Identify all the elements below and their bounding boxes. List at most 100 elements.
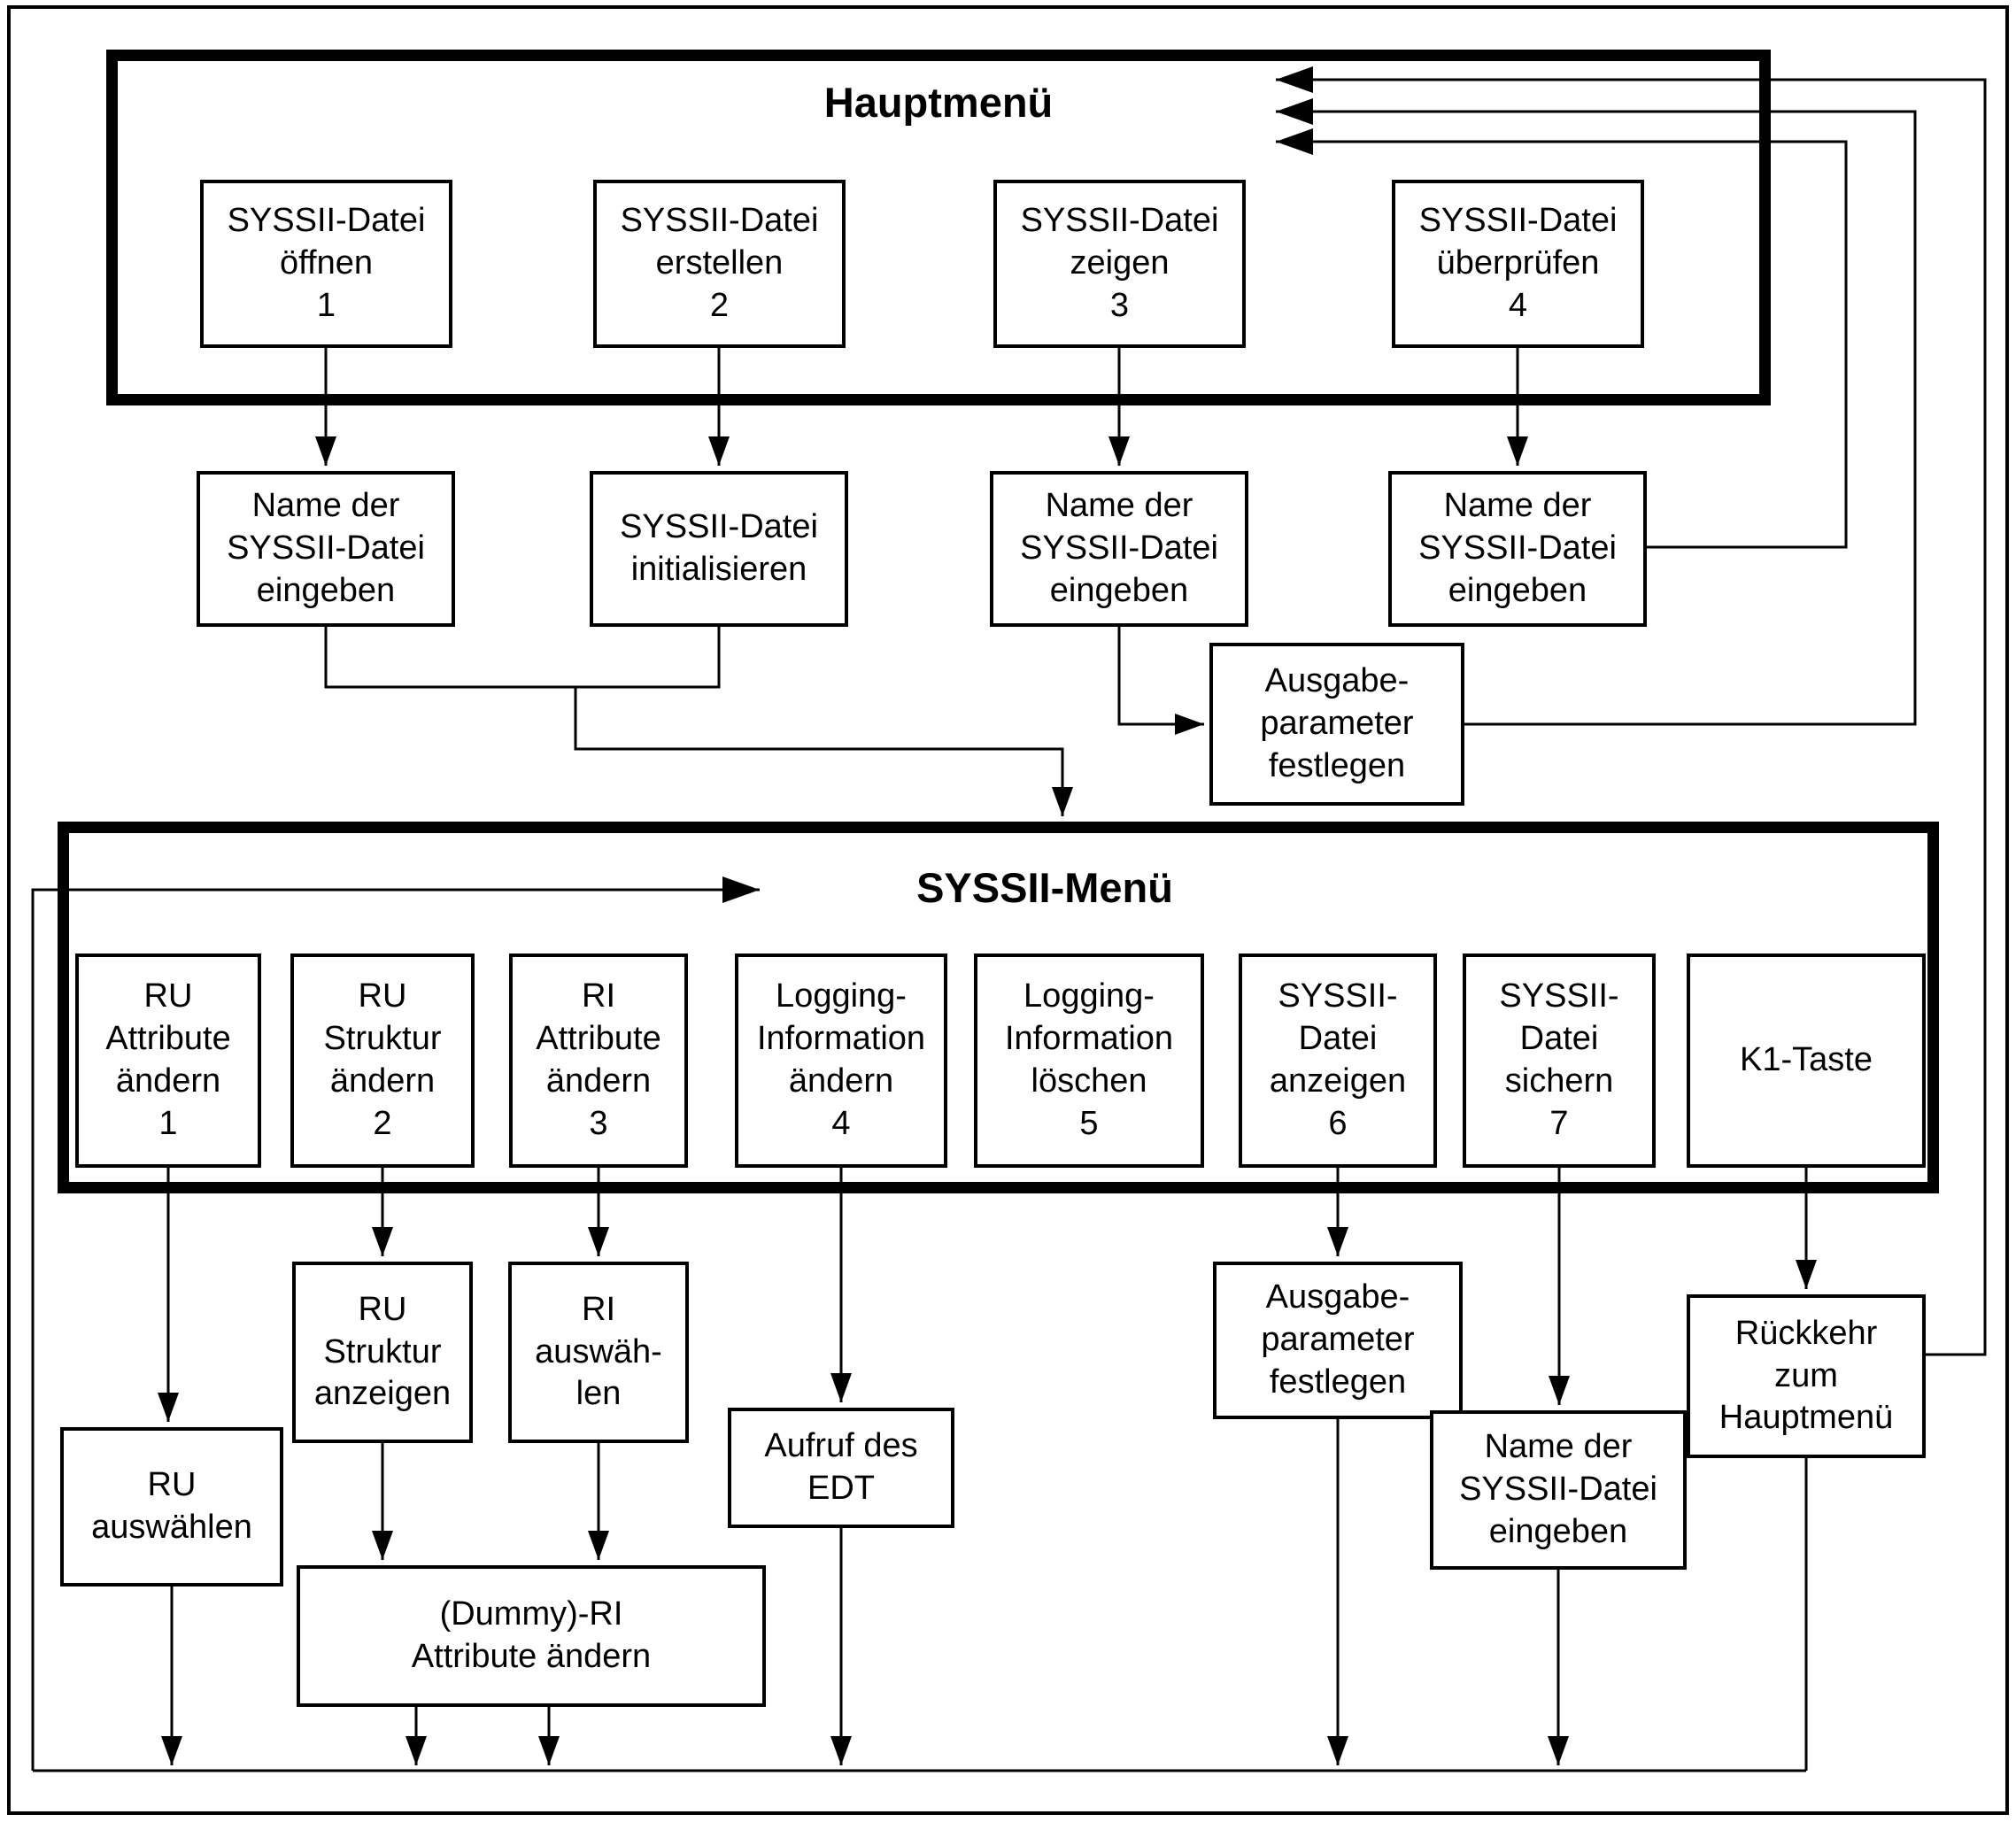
node-text-line: festlegen [1269, 1363, 1407, 1401]
node-text-line: erstellen [655, 244, 784, 282]
node-syssii-datei-anzeigen: SYSSII- Datei anzeigen 6 [1239, 953, 1437, 1168]
node-text-line: 4 [1508, 286, 1528, 324]
edge-bus-return-to-syssii [31, 876, 760, 1771]
node-text-line: RU [358, 1290, 407, 1328]
node-text-line: RU [358, 977, 407, 1015]
node-text-line: Struktur [323, 1020, 442, 1058]
node-text-line: eingeben [256, 571, 396, 609]
edge-rueckkehr-return [1276, 66, 1987, 1356]
node-text-line: RI [582, 977, 615, 1015]
node-text-line: 5 [1079, 1104, 1099, 1142]
node-ri-attribute-aendern: RI Attribute ändern 3 [509, 953, 688, 1168]
node-text-line: 2 [709, 286, 730, 324]
node-ru-attribute-aendern: RU Attribute ändern 1 [75, 953, 261, 1168]
node-text-line: 3 [589, 1104, 608, 1142]
edge-merge-cols12 [324, 627, 721, 689]
node-text-line: Logging- [776, 977, 907, 1015]
edge-ausgabe-return [1276, 98, 1917, 726]
node-rueckkehr-zum-hauptmenu: Rückkehr zum Hauptmenü [1687, 1294, 1926, 1458]
node-text-line: löschen [1031, 1062, 1147, 1100]
node-text-line: anzeigen [313, 1375, 452, 1413]
node-text-line: Name der [251, 487, 400, 525]
node-syssii-datei-initialisieren: SYSSII-Datei initialisieren [590, 471, 848, 627]
node-text-line: Ausgabe- [1264, 662, 1410, 700]
node-text-line: (Dummy)-RI [439, 1595, 623, 1633]
node-text-line: K1-Taste [1740, 1041, 1873, 1079]
node-text-line: EDT [807, 1470, 875, 1507]
node-text-line: SYSSII- [1278, 977, 1398, 1015]
node-text-line: Rückkehr [1734, 1314, 1878, 1352]
node-text-line: auswäh- [535, 1332, 662, 1370]
node-text-line: anzeigen [1269, 1062, 1407, 1100]
node-text-line: SYSSII-Datei [1418, 529, 1617, 567]
node-text-line: öffnen [280, 244, 373, 282]
node-text-line: Name der [1484, 1428, 1633, 1466]
node-text-line: ändern [329, 1062, 436, 1100]
node-syssii-datei-sichern: SYSSII- Datei sichern 7 [1463, 953, 1656, 1168]
node-text-line: 1 [316, 286, 336, 324]
node-text-line: SYSSII-Datei [620, 202, 819, 240]
node-text-line: 2 [373, 1104, 392, 1142]
hauptmenu-title: Hauptmenü [823, 79, 1054, 126]
node-text-line: RI [582, 1290, 615, 1328]
node-text-line: Attribute [536, 1020, 661, 1058]
node-text-line: Ausgabe- [1265, 1278, 1410, 1316]
edge-name4-return [1276, 128, 1848, 549]
node-ru-struktur-anzeigen: RU Struktur anzeigen [292, 1262, 473, 1443]
node-text-line: ändern [115, 1062, 221, 1100]
node-syssii-datei-zeigen: SYSSII-Datei zeigen 3 [993, 180, 1246, 348]
edge-merge-to-syssii-menu [574, 687, 1073, 816]
node-text-line: 1 [158, 1104, 178, 1142]
node-logging-information-aendern: Logging- Information ändern 4 [735, 953, 947, 1168]
node-ausgabeparameter-lower: Ausgabe- parameter festlegen [1213, 1262, 1463, 1419]
node-text-line: Datei [1519, 1020, 1599, 1058]
node-text-line: Struktur [323, 1332, 442, 1370]
node-text-line: Information [756, 1020, 926, 1058]
node-ru-auswaehlen: RU auswählen [60, 1427, 283, 1587]
node-ru-struktur-aendern: RU Struktur ändern 2 [290, 953, 475, 1168]
node-text-line: 4 [831, 1104, 851, 1142]
node-text-line: SYSSII-Datei [1459, 1471, 1657, 1509]
node-text-line: sichern [1504, 1062, 1614, 1100]
node-text-line: parameter [1261, 1321, 1415, 1359]
node-text-line: Hauptmenü [1719, 1399, 1894, 1437]
node-text-line: Aufruf des [764, 1427, 918, 1465]
node-text-line: ändern [788, 1062, 894, 1100]
hauptmenu-frame [106, 50, 1771, 405]
node-text-line: SYSSII-Datei [1020, 529, 1218, 567]
node-syssii-datei-oeffnen: SYSSII-Datei öffnen 1 [200, 180, 452, 348]
edge-name3-to-ausgabe [1117, 627, 1204, 735]
page-border [7, 5, 2009, 1815]
node-name-eingeben-lower: Name der SYSSII-Datei eingeben [1430, 1410, 1687, 1570]
node-text-line: eingeben [1488, 1512, 1628, 1550]
node-text-line: RU [147, 1466, 197, 1504]
node-name-eingeben-1: Name der SYSSII-Datei eingeben [197, 471, 455, 627]
node-k1-taste: K1-Taste [1687, 953, 1926, 1168]
node-text-line: eingeben [1448, 571, 1587, 609]
node-text-line: Attribute [105, 1020, 231, 1058]
node-name-eingeben-3: Name der SYSSII-Datei eingeben [990, 471, 1248, 627]
node-syssii-datei-erstellen: SYSSII-Datei erstellen 2 [593, 180, 846, 348]
node-text-line: SYSSII- [1499, 977, 1619, 1015]
node-text-line: 7 [1549, 1104, 1569, 1142]
node-text-line: zum [1774, 1356, 1838, 1394]
node-text-line: überprüfen [1436, 244, 1600, 282]
node-text-line: Logging- [1023, 977, 1155, 1015]
node-text-line: SYSSII-Datei [227, 202, 426, 240]
node-text-line: festlegen [1268, 746, 1406, 784]
node-text-line: eingeben [1049, 571, 1189, 609]
node-text-line: auswählen [91, 1509, 252, 1546]
node-text-line: len [575, 1375, 622, 1413]
node-text-line: parameter [1260, 705, 1414, 743]
node-dummy-ri-attribute-aendern: (Dummy)-RI Attribute ändern [297, 1565, 766, 1707]
node-text-line: initialisieren [630, 551, 807, 588]
node-aufruf-des-edt: Aufruf des EDT [728, 1408, 954, 1528]
node-text-line: Datei [1298, 1020, 1378, 1058]
syssii-menu-frame [58, 822, 1939, 1193]
node-name-eingeben-4: Name der SYSSII-Datei eingeben [1388, 471, 1647, 627]
node-text-line: Attribute ändern [411, 1638, 652, 1675]
node-text-line: RU [143, 977, 193, 1015]
node-text-line: Name der [1045, 487, 1193, 525]
